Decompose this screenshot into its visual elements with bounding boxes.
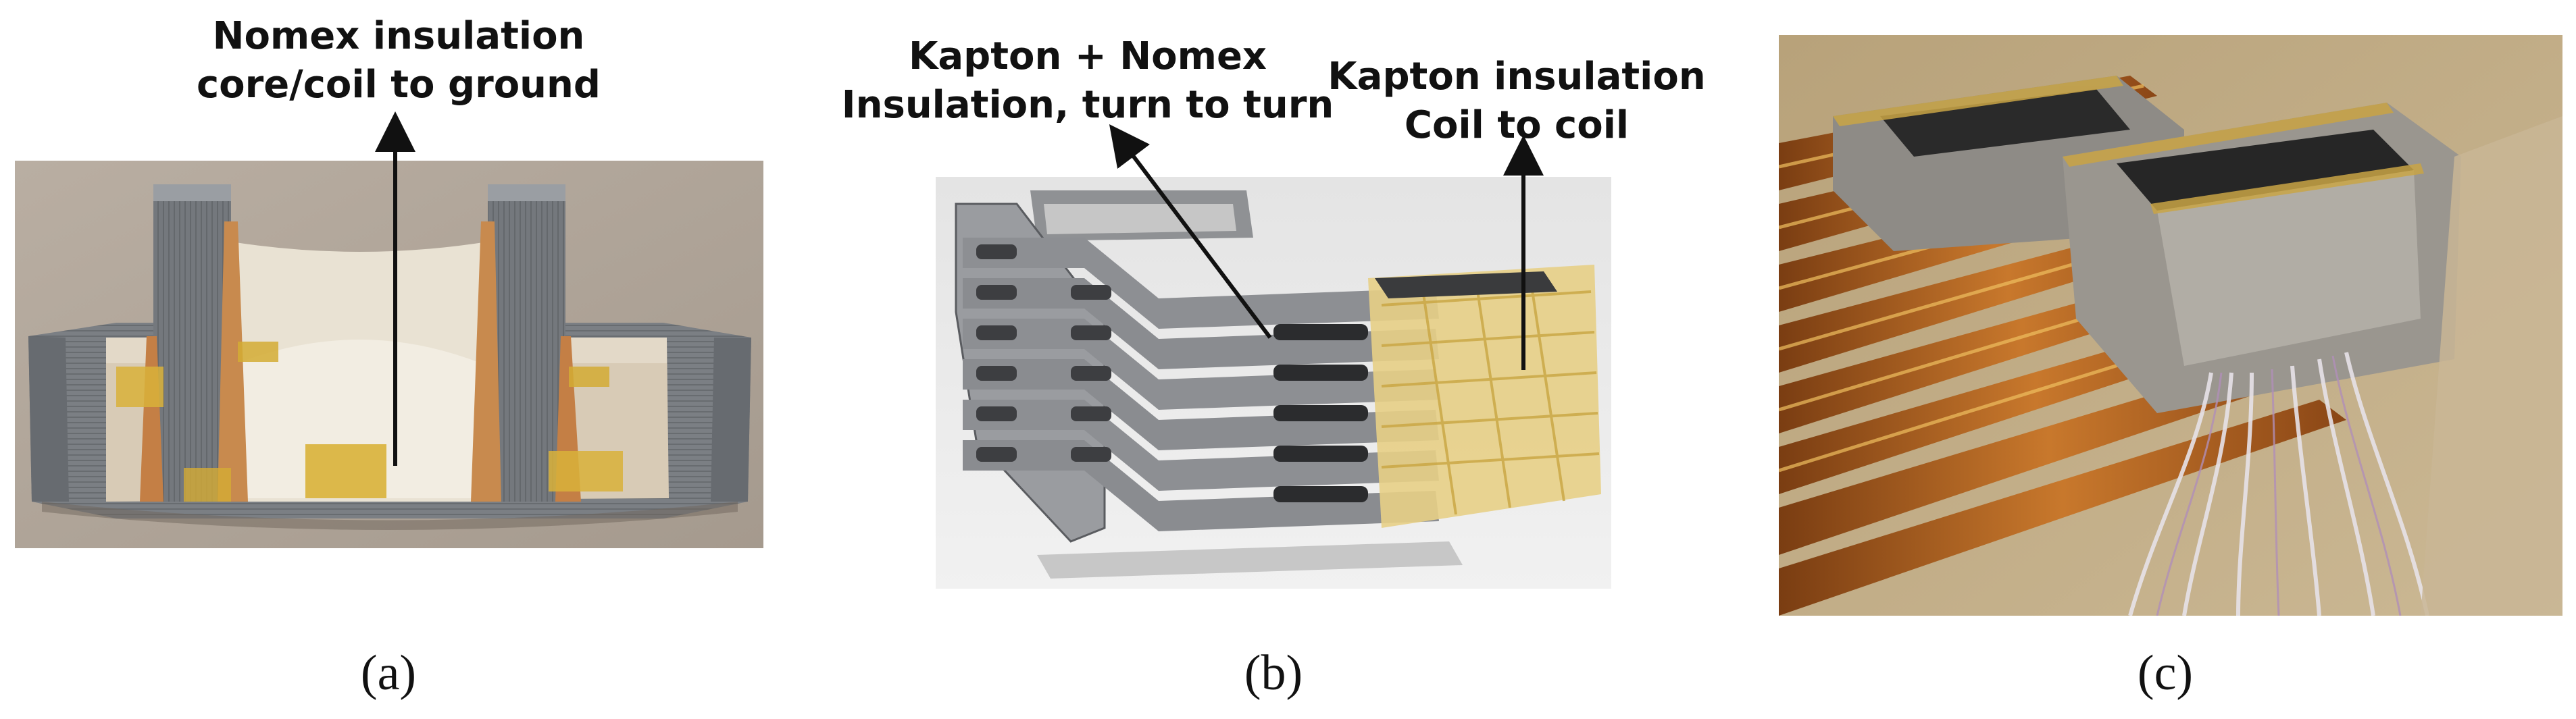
callout-kapton-coil-to-coil: Kapton insulation Coil to coil — [1317, 53, 1716, 150]
photo-e-core-nomex — [15, 161, 763, 548]
e-core-illustration — [15, 161, 763, 548]
wired-coils-illustration — [1779, 35, 2562, 616]
photo-coil-stack — [936, 177, 1611, 589]
photo-coil-insulation-wired — [1779, 35, 2562, 616]
callout-line-1: Nomex insulation — [212, 14, 585, 58]
callout-line-1: Kapton insulation — [1328, 55, 1706, 99]
coil-stack-illustration — [936, 177, 1611, 589]
panel-label-b: (b) — [1244, 645, 1303, 701]
callout-line-2: core/coil to ground — [196, 63, 601, 107]
callout-line-1: Kapton + Nomex — [908, 34, 1267, 78]
callout-nomex-core-coil-ground: Nomex insulation core/coil to ground — [169, 12, 628, 109]
callout-kapton-nomex-turn: Kapton + Nomex Insulation, turn to turn — [838, 32, 1338, 130]
callout-line-2: Insulation, turn to turn — [841, 83, 1334, 127]
panel-label-c: (c) — [2137, 645, 2194, 701]
panel-label-a: (a) — [360, 645, 417, 701]
callout-line-2: Coil to coil — [1404, 103, 1630, 147]
